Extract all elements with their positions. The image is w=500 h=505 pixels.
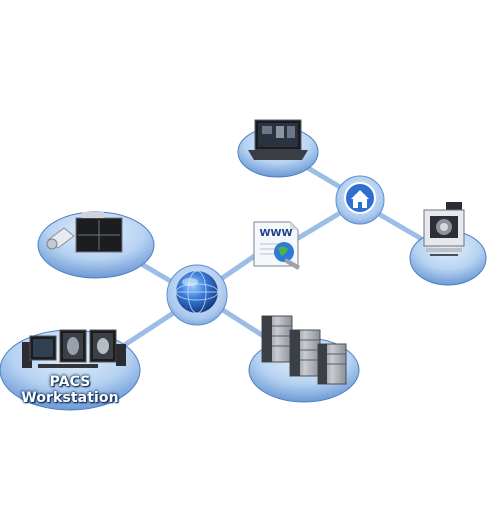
connector-web-home (292, 207, 348, 243)
laptop-icon (248, 119, 308, 160)
xray-machine-icon (46, 212, 123, 253)
connector-home-laptop (305, 165, 348, 193)
connector-globe-pacs (117, 307, 181, 351)
globe-network-icon (175, 270, 219, 314)
house-icon (344, 182, 376, 214)
monitor-workstation-icon (22, 329, 126, 368)
web-label: WWW (259, 228, 292, 239)
server-rack-icon (261, 315, 347, 385)
web-document-icon: WWW (253, 221, 300, 270)
connector-home-scanner (369, 207, 423, 241)
film-scanner-icon (423, 202, 465, 256)
pacs-workstation-label: PACS Workstation (21, 374, 119, 406)
